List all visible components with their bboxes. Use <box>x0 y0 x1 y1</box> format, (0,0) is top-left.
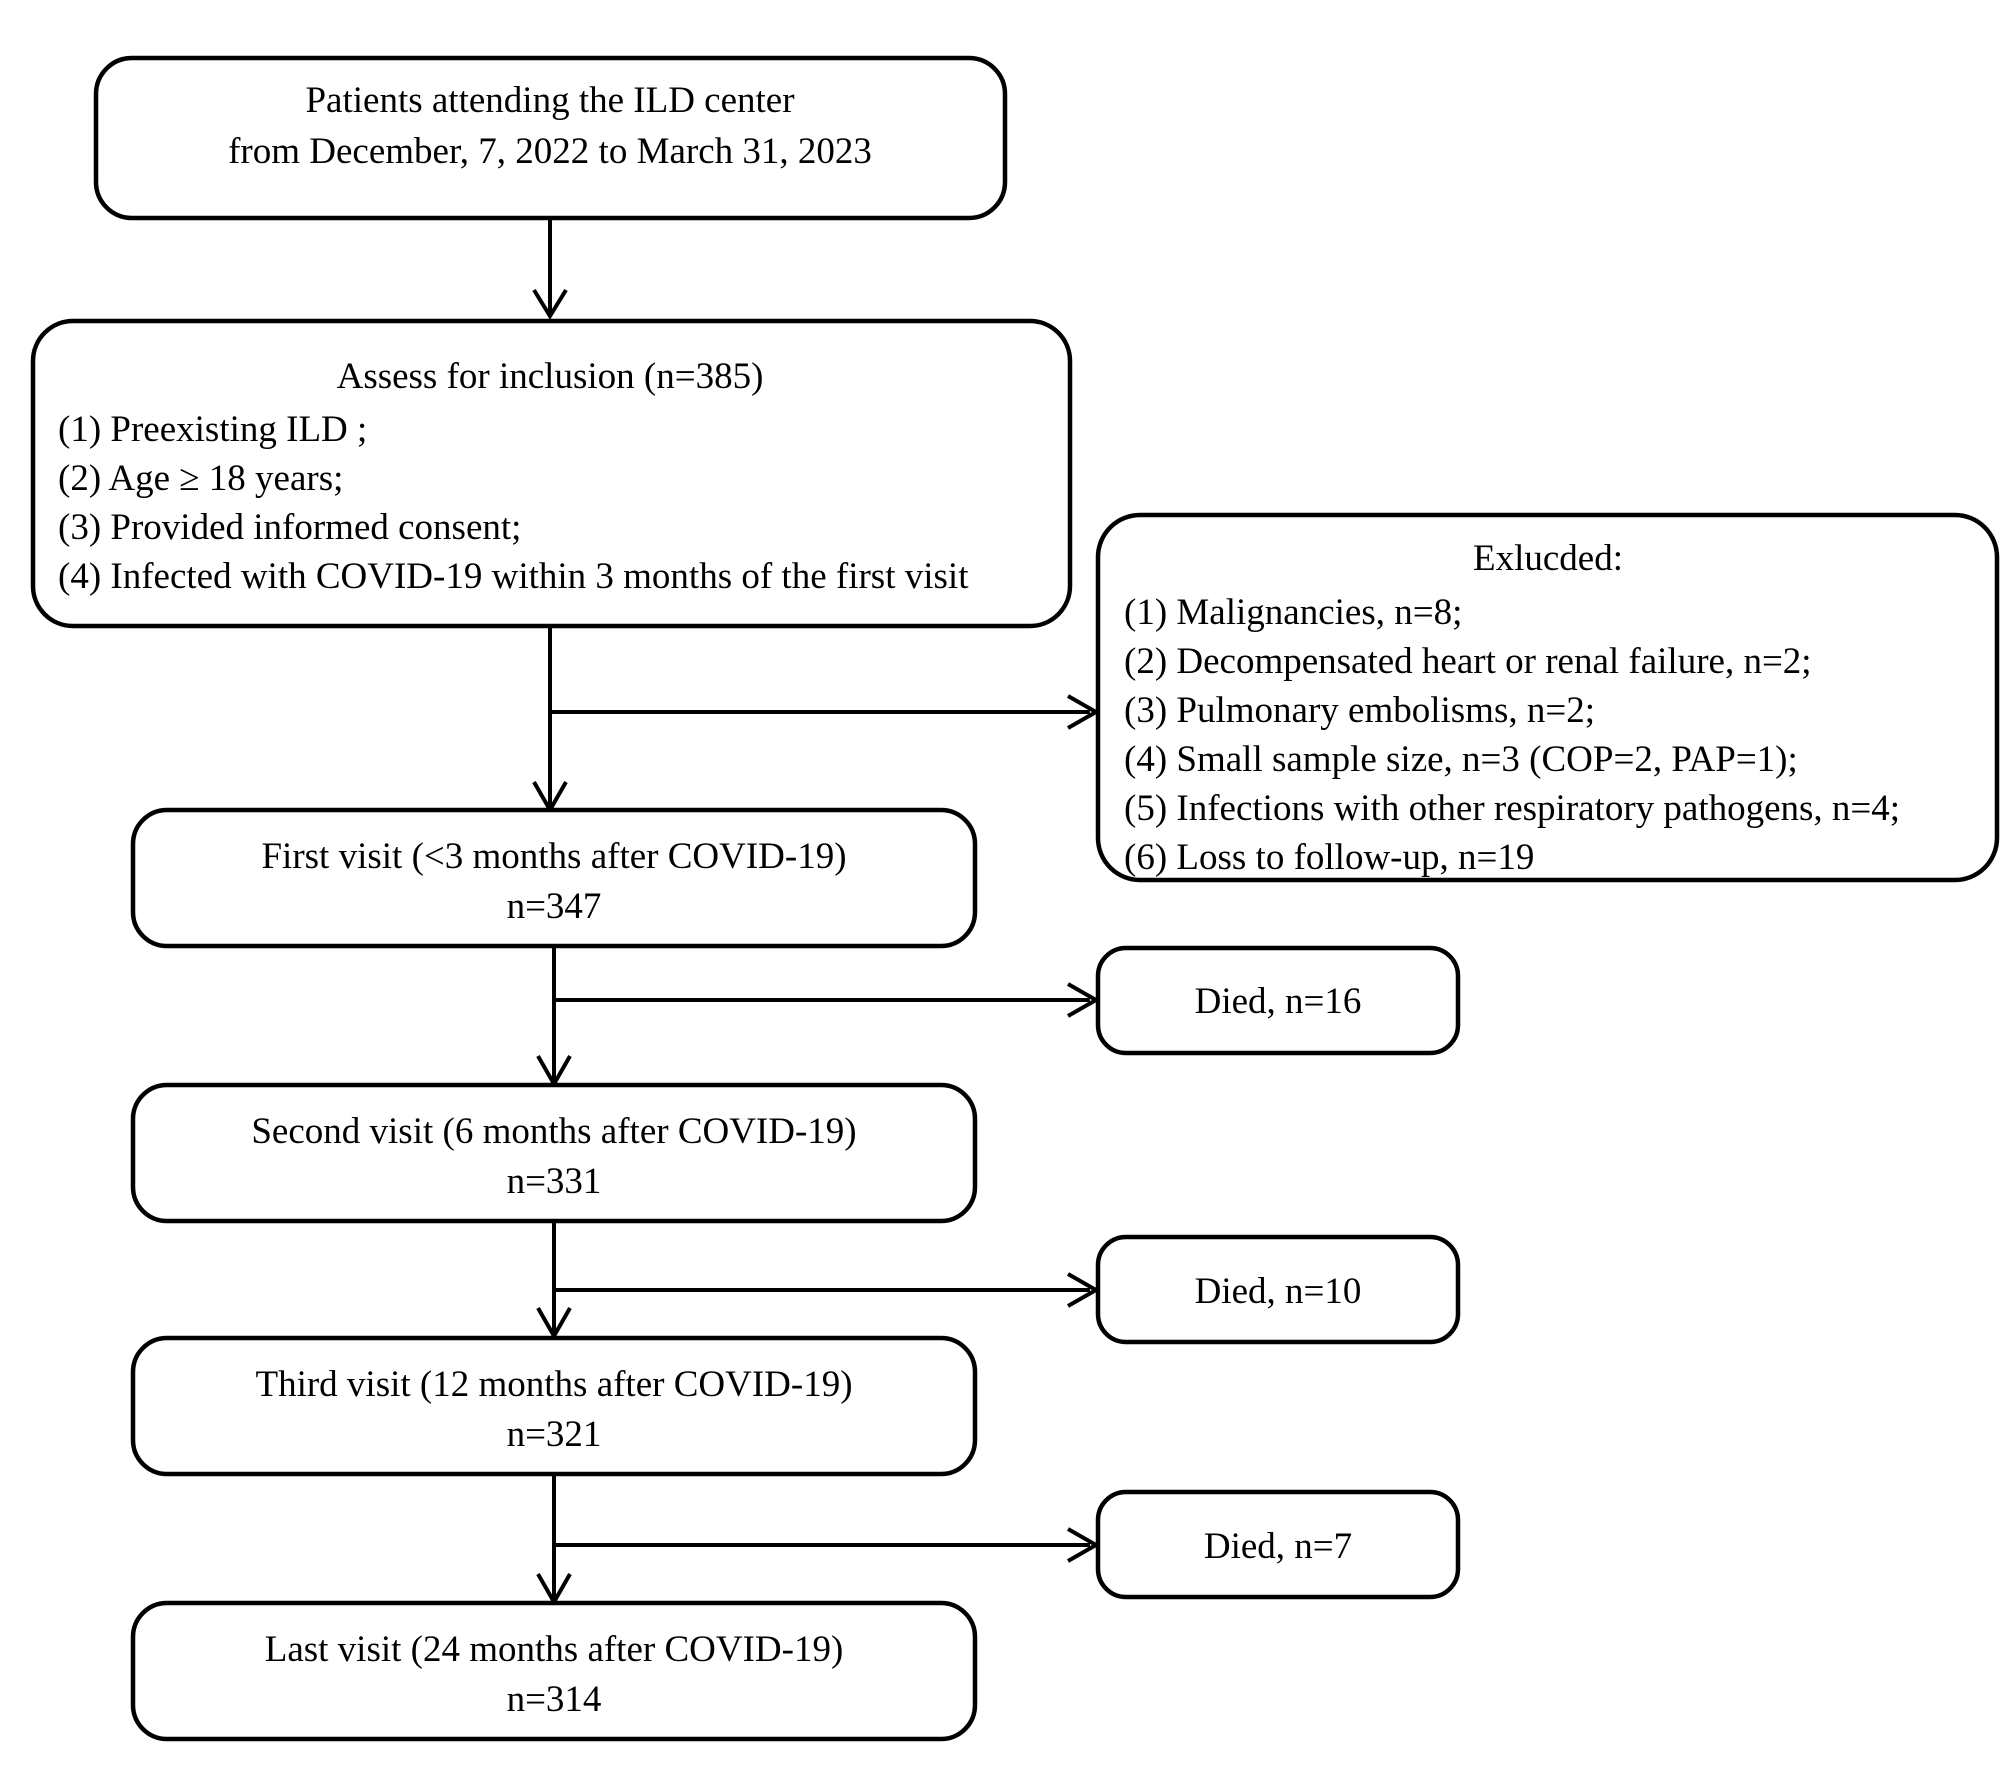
source-population-node[interactable]: Patients attending the ILD center from D… <box>93 55 1008 221</box>
arrow-second-to-third-visit <box>536 1221 572 1341</box>
last-visit-line-1: Last visit (24 months after COVID-19) <box>265 1629 844 1670</box>
first-visit-node[interactable]: First visit (<3 months after COVID-19) n… <box>130 807 978 949</box>
died-node-3[interactable]: Died, n=7 <box>1095 1489 1461 1600</box>
second-visit-line-2: n=331 <box>507 1161 602 1202</box>
assess-inclusion-node[interactable]: Assess for inclusion (n=385) (1) Preexis… <box>30 318 1073 629</box>
third-visit-line-1: Third visit (12 months after COVID-19) <box>255 1364 852 1405</box>
last-visit-node[interactable]: Last visit (24 months after COVID-19) n=… <box>130 1600 978 1742</box>
arrow-assess-to-excluded <box>550 694 1101 730</box>
died-box-1[interactable] <box>1095 945 1461 1056</box>
arrow-assess-to-first-visit <box>532 626 568 815</box>
last-visit-box[interactable] <box>130 1600 978 1742</box>
arrow-second-visit-to-died-2 <box>554 1272 1101 1308</box>
died-label-1: Died, n=16 <box>1195 981 1362 1022</box>
excluded-box[interactable] <box>1095 512 2000 883</box>
arrow-third-visit-to-died-3 <box>554 1527 1101 1563</box>
last-visit-line-2: n=314 <box>507 1679 602 1720</box>
died-node-1[interactable]: Died, n=16 <box>1095 945 1461 1056</box>
source-population-line-2: from December, 7, 2022 to March 31, 2023 <box>228 131 872 172</box>
died-label-3: Died, n=7 <box>1204 1526 1352 1567</box>
excluded-node[interactable]: Exlucded: (1) Malignancies, n=8; (2) Dec… <box>1095 512 2000 883</box>
assess-criterion-2: (2) Age ≥ 18 years; <box>58 458 343 499</box>
excluded-reason-6: (6) Loss to follow-up, n=19 <box>1124 837 1534 878</box>
first-visit-line-2: n=347 <box>507 886 602 927</box>
arrow-first-visit-to-died-1 <box>554 982 1101 1018</box>
assess-criterion-3: (3) Provided informed consent; <box>58 507 521 548</box>
arrow-third-to-last-visit <box>536 1474 572 1607</box>
arrow-first-to-second-visit <box>536 946 572 1089</box>
assess-criterion-4: (4) Infected with COVID-19 within 3 mont… <box>58 556 969 597</box>
first-visit-line-1: First visit (<3 months after COVID-19) <box>261 836 846 877</box>
excluded-reason-1: (1) Malignancies, n=8; <box>1124 592 1462 633</box>
arrow-source-to-assess <box>532 218 568 320</box>
excluded-reason-3: (3) Pulmonary embolisms, n=2; <box>1124 690 1595 731</box>
died-node-2[interactable]: Died, n=10 <box>1095 1234 1461 1345</box>
excluded-reason-4: (4) Small sample size, n=3 (COP=2, PAP=1… <box>1124 739 1798 780</box>
assess-criterion-1: (1) Preexisting ILD ; <box>58 409 367 450</box>
third-visit-line-2: n=321 <box>507 1414 602 1455</box>
source-population-line-1: Patients attending the ILD center <box>305 80 794 121</box>
died-label-2: Died, n=10 <box>1195 1271 1362 1312</box>
died-box-2[interactable] <box>1095 1234 1461 1345</box>
third-visit-node[interactable]: Third visit (12 months after COVID-19) n… <box>130 1335 978 1477</box>
assess-inclusion-heading: Assess for inclusion (n=385) <box>337 356 764 397</box>
second-visit-line-1: Second visit (6 months after COVID-19) <box>251 1111 856 1152</box>
excluded-reason-5: (5) Infections with other respiratory pa… <box>1124 788 1900 829</box>
excluded-heading: Exlucded: <box>1473 538 1623 579</box>
died-box-3[interactable] <box>1095 1489 1461 1600</box>
excluded-reason-2: (2) Decompensated heart or renal failure… <box>1124 641 1812 682</box>
second-visit-node[interactable]: Second visit (6 months after COVID-19) n… <box>130 1082 978 1224</box>
